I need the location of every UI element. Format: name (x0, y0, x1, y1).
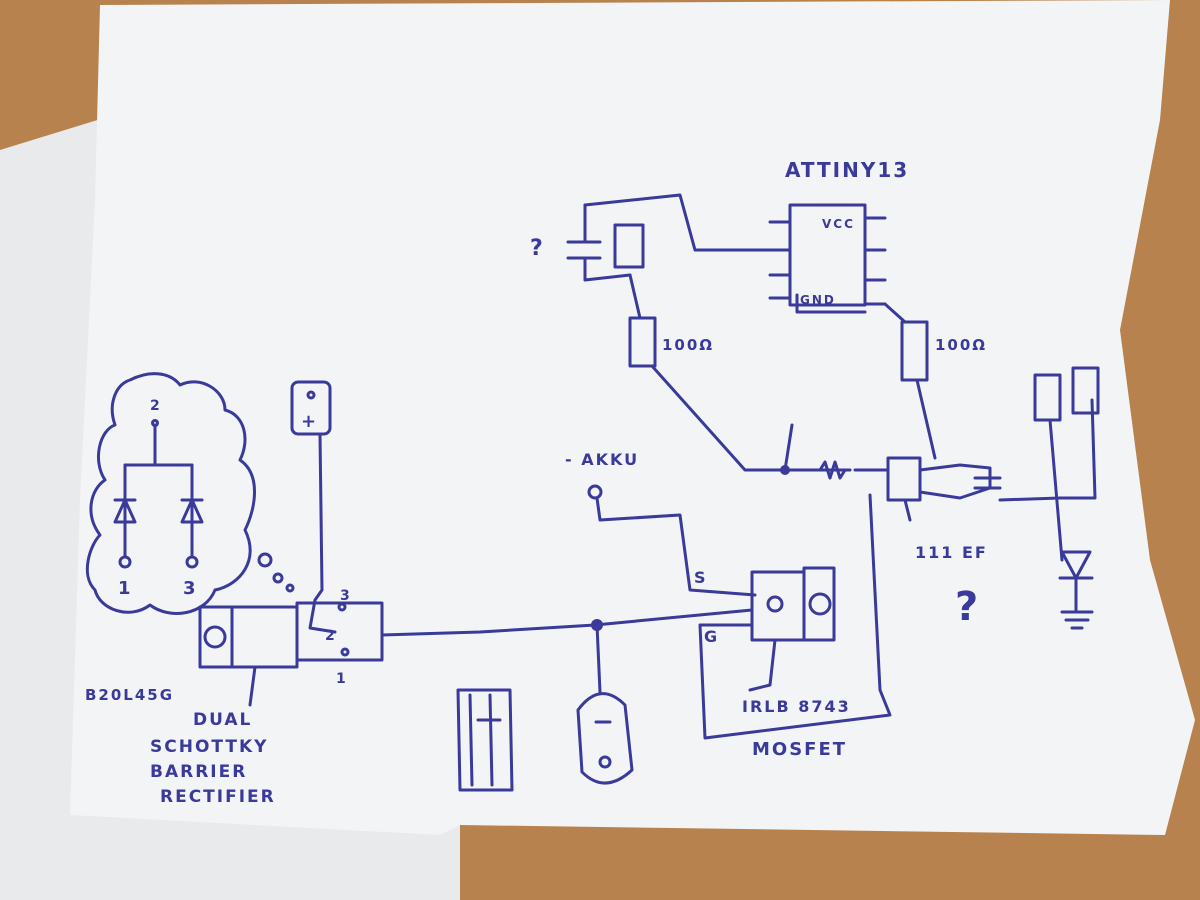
pin-2-label: 2 (150, 398, 162, 414)
pin-3b-label: 3 (340, 588, 352, 604)
attiny-label: ATTINY13 (785, 158, 909, 182)
question-mark-cap: ? (530, 236, 545, 261)
gnd-label: GND (800, 293, 836, 307)
battery-sketch (456, 688, 514, 792)
resistor-left (628, 273, 852, 472)
resistor-left-label: 100Ω (662, 336, 714, 354)
rectifier-desc-2: SCHOTTKY (150, 737, 268, 757)
rectifier-desc-4: RECTIFIER (160, 787, 276, 807)
attiny-chip (768, 203, 887, 314)
rectifier-desc-3: BARRIER (150, 762, 247, 782)
pin-1b-label: 1 (336, 671, 348, 687)
resistor-right-label: 100Ω (935, 336, 987, 354)
ic-111ef-label: 111 EF (915, 543, 988, 562)
plus-connector (290, 380, 337, 634)
question-mark-mid: ? (955, 584, 980, 630)
pin-1-label: 1 (118, 578, 133, 599)
mosfet-part-label: IRLB 8743 (742, 697, 851, 716)
mosfet-gate-label: G (704, 627, 719, 646)
pin-3-label: 3 (183, 578, 198, 599)
vcc-label: VCC (822, 217, 855, 231)
mosfet-component (587, 484, 836, 692)
akku-label: - AKKU (565, 450, 639, 469)
pin-2b-label: 2 (325, 628, 337, 644)
rectifier-part-label: B20L45G (85, 686, 174, 704)
right-components (1033, 366, 1100, 630)
junction-and-ic (698, 398, 1097, 740)
resistor-right (883, 302, 937, 460)
main-wire (380, 608, 754, 785)
rectifier-desc-1: DUAL (193, 710, 252, 730)
diode-cloud (85, 372, 295, 615)
plus-box-label: + (301, 411, 318, 432)
mosfet-source-label: S (694, 568, 708, 587)
rectifier-package (198, 601, 384, 707)
capacitor-component (566, 193, 792, 282)
front-paper-sheet (70, 0, 1195, 835)
mosfet-label: MOSFET (752, 739, 847, 760)
